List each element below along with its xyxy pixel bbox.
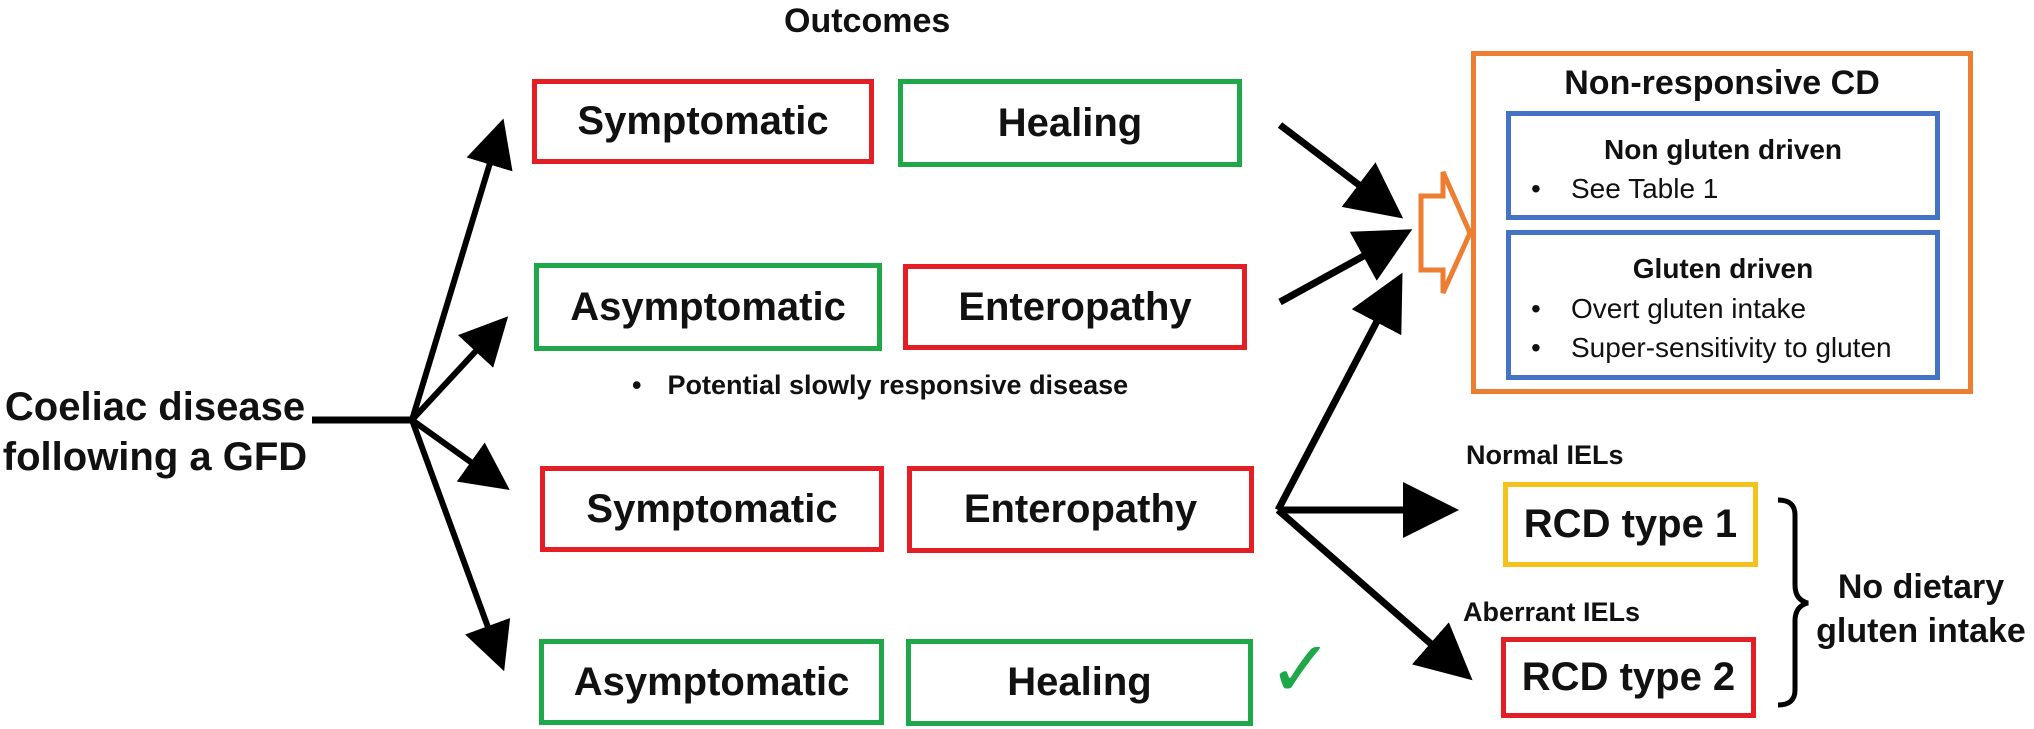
row2-note-bullet: • <box>632 370 642 400</box>
rcd2-caption: Aberrant IELs <box>1463 597 1641 627</box>
nrcd-block-arrow <box>1418 170 1473 295</box>
rcd-note-line1: No dietary <box>1837 568 2005 606</box>
gluten-title: Gluten driven <box>1632 253 1814 284</box>
non-gluten-title: Non gluten driven <box>1604 134 1842 165</box>
row1-mucosa-box: Healing <box>898 79 1242 167</box>
start-label-line2: following a GFD <box>2 435 308 479</box>
rcd-note: No dietary gluten intake <box>1812 565 2030 653</box>
row2-mucosa-box: Enteropathy <box>903 264 1247 350</box>
rcd-bracket <box>1777 497 1809 708</box>
nrcd-box: Non-responsive CD Non gluten driven • See… <box>1471 51 1973 394</box>
gluten-box: Gluten driven • Overt gluten intake • Supe… <box>1506 230 1940 380</box>
row2-note: • Potential slowly responsive disease <box>632 370 1128 401</box>
gluten-item-text: Super-sensitivity to gluten <box>1571 332 1892 363</box>
row1-symptom-box: Symptomatic <box>532 79 874 164</box>
rcd1-caption: Normal IELs <box>1466 440 1624 470</box>
arrow-to-row4 <box>409 418 511 672</box>
row3-symptom-box: Symptomatic <box>540 466 884 552</box>
row2-note-text: Potential slowly responsive disease <box>667 370 1129 400</box>
non-gluten-item: • See Table 1 <box>1531 173 1718 205</box>
arrow-to-row1 <box>409 118 513 421</box>
non-gluten-item-text: See Table 1 <box>1571 173 1719 204</box>
arrow-to-row2 <box>409 316 509 423</box>
start-label-line1: Coeliac disease <box>4 385 306 429</box>
non-gluten-item-bullet: • <box>1531 173 1541 204</box>
rcd1-box: RCD type 1 <box>1503 482 1758 567</box>
row2-symptom-box: Asymptomatic <box>534 263 882 351</box>
non-gluten-box: Non gluten driven • See Table 1 <box>1506 111 1940 220</box>
gluten-item-bullet: • <box>1531 332 1541 363</box>
gluten-item: • Super-sensitivity to gluten <box>1531 332 1892 364</box>
rcd2-box: RCD type 2 <box>1501 637 1756 718</box>
start-label: Coeliac disease following a GFD <box>0 382 310 482</box>
arrow-to-row3 <box>410 417 510 490</box>
arrow-row3-to-rcd2 <box>1275 507 1473 681</box>
gluten-item: • Overt gluten intake <box>1531 293 1806 325</box>
nrcd-title: Non-responsive CD <box>1564 64 1880 102</box>
row4-symptom-box: Asymptomatic <box>539 639 884 725</box>
gluten-item-text: Overt gluten intake <box>1571 293 1807 324</box>
gluten-item-bullet: • <box>1531 293 1541 324</box>
arrow-row2-to-nrcd <box>1278 229 1413 306</box>
success-check-icon: ✓ <box>1268 625 1334 713</box>
row4-mucosa-box: Healing <box>906 639 1253 726</box>
arrow-row3-to-nrcd <box>1274 272 1403 512</box>
outcomes-title: Outcomes <box>784 2 951 40</box>
rcd-note-line2: gluten intake <box>1816 612 2026 650</box>
arrow-row1-to-nrcd <box>1277 122 1404 219</box>
row3-mucosa-box: Enteropathy <box>907 466 1254 553</box>
